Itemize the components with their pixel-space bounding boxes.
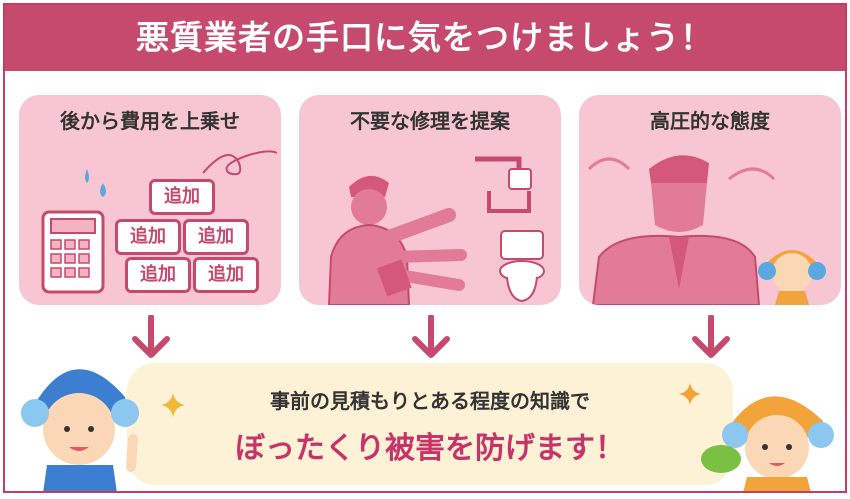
panel-title: 不要な修理を提案 (350, 109, 510, 133)
panel-title: 高圧的な態度 (650, 109, 770, 133)
scribble-icon (202, 150, 278, 176)
summary-line-1: 事前の見積もりとある程度の知識で (270, 389, 590, 413)
toilet-icon (499, 230, 545, 303)
panel-extra-charges: 後から費用を上乗せ 追加 追加 追加 追加 追加 (19, 95, 281, 305)
mascot-girl-icon (701, 396, 834, 491)
banner-title: 悪質業者の手口に気をつけましょう！ (5, 5, 845, 71)
mascot-boy-icon (21, 369, 139, 491)
faucet-icon (475, 156, 532, 213)
arrow-down-icon (412, 315, 450, 358)
summary-box: 事前の見積もりとある程度の知識で ぼったくり被害を防げます！ (127, 363, 733, 485)
plumber-pointing-icon (327, 175, 467, 305)
worker-icon (587, 155, 776, 305)
panel-unnecessary-repair: 不要な修理を提案 (299, 95, 561, 305)
worried-mascot-icon (758, 250, 826, 305)
tag-additional: 追加 (193, 257, 259, 293)
sparkle-icon (679, 383, 701, 405)
water-drops-icon (85, 169, 106, 197)
tag-additional: 追加 (149, 179, 215, 215)
tag-additional: 追加 (183, 219, 249, 255)
arrow-down-icon (692, 315, 730, 358)
tag-additional: 追加 (115, 219, 181, 255)
summary-line-2: ぼったくり被害を防げます！ (235, 431, 625, 466)
infographic: 悪質業者の手口に気をつけましょう！ 後から費用を上乗せ 追加 追加 追加 追加 … (3, 3, 847, 493)
panel-title: 後から費用を上乗せ (60, 109, 240, 133)
panel-intimidating-attitude: 高圧的な態度 (579, 95, 841, 305)
calculator-icon (41, 210, 105, 294)
arrow-down-icon (132, 315, 170, 358)
tag-additional: 追加 (125, 257, 191, 293)
sparkle-icon (161, 393, 185, 417)
